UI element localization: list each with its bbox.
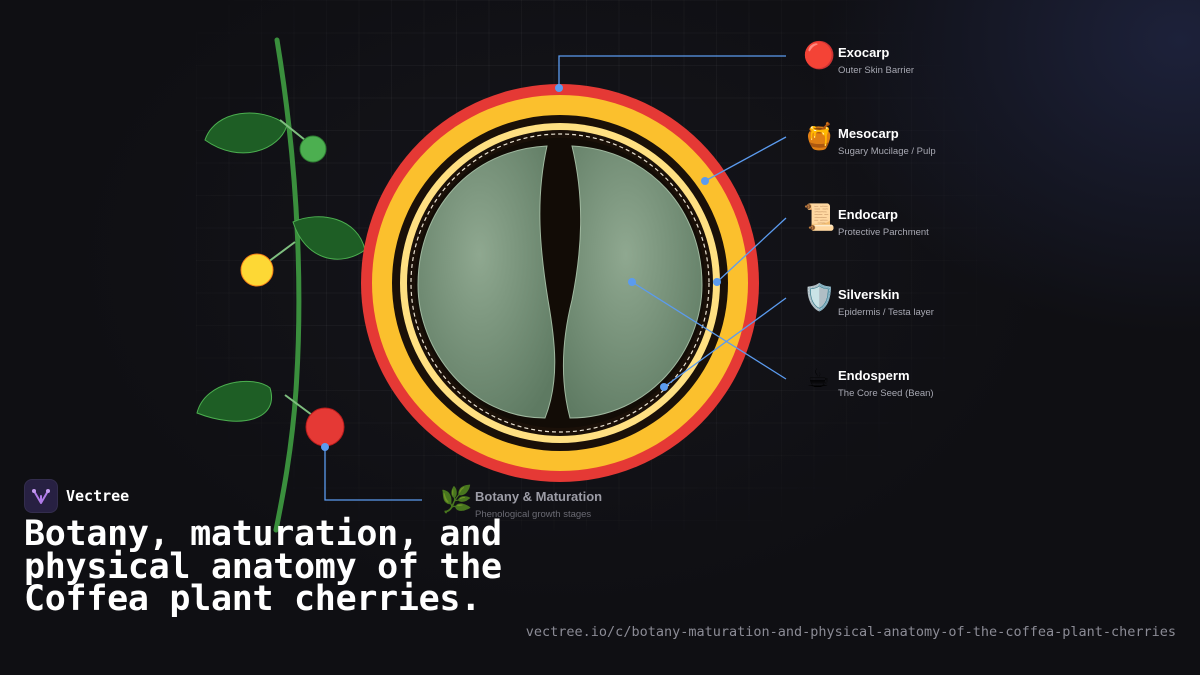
callout-silverskin [663,297,787,388]
cherry-green [299,135,327,163]
label-endosperm: ☕ Endosperm The Core Seed (Bean) [803,364,1043,404]
label-title: Silverskin [838,287,900,302]
label-title: Endosperm [838,368,910,383]
label-exocarp: 🔴 Exocarp Outer Skin Barrier [803,41,1043,81]
leaf-bottom [196,380,273,422]
cherry-yellow [240,253,274,287]
label-silverskin: 🛡️ Silverskin Epidermis / Testa layer [803,283,1043,323]
callout-branch [324,447,422,501]
herb-icon: 🌿 [440,485,473,515]
red-circle-icon: 🔴 [803,41,836,71]
shield-icon: 🛡️ [803,283,836,313]
page-title: Botany, maturation, and physical anatomy… [24,514,502,619]
coffee-branch [196,37,366,533]
branch-stem [273,37,302,533]
cherry-cross-section [361,84,759,482]
hot-beverage-icon: ☕ [806,364,830,394]
vectree-logo-icon [24,479,58,513]
label-subtitle: Epidermis / Testa layer [838,307,934,318]
label-title: Exocarp [838,45,890,60]
brand-name: Vectree [66,487,130,505]
bean-left [417,145,556,419]
label-endocarp: 📜 Endocarp Protective Parchment [803,203,1043,243]
leaf-top [204,112,288,154]
callout-endocarp [716,217,787,283]
label-subtitle: The Core Seed (Bean) [838,388,934,399]
honey-pot-icon: 🍯 [803,122,836,152]
callout-endosperm [631,281,787,380]
label-subtitle: Protective Parchment [838,227,929,238]
callout-exocarp [558,55,786,88]
leaf-middle [292,216,366,260]
page-url: vectree.io/c/botany-maturation-and-physi… [525,624,1176,640]
silverskin-dashed-ring [410,133,710,433]
label-title: Endocarp [838,207,898,222]
label-subtitle: Sugary Mucilage / Pulp [838,146,936,157]
label-title: Mesocarp [838,126,899,141]
label-subtitle: Phenological growth stages [475,509,592,520]
label-mesocarp: 🍯 Mesocarp Sugary Mucilage / Pulp [803,122,1043,162]
scroll-icon: 📜 [803,203,836,233]
label-title: Botany & Maturation [475,489,603,504]
label-subtitle: Outer Skin Barrier [838,65,915,76]
cherry-red [305,407,345,447]
callout-mesocarp [704,136,787,182]
callout-dots [321,84,721,451]
callout-lines [324,55,787,501]
label-botany-maturation: 🌿 Botany & Maturation Phenological growt… [440,485,680,525]
